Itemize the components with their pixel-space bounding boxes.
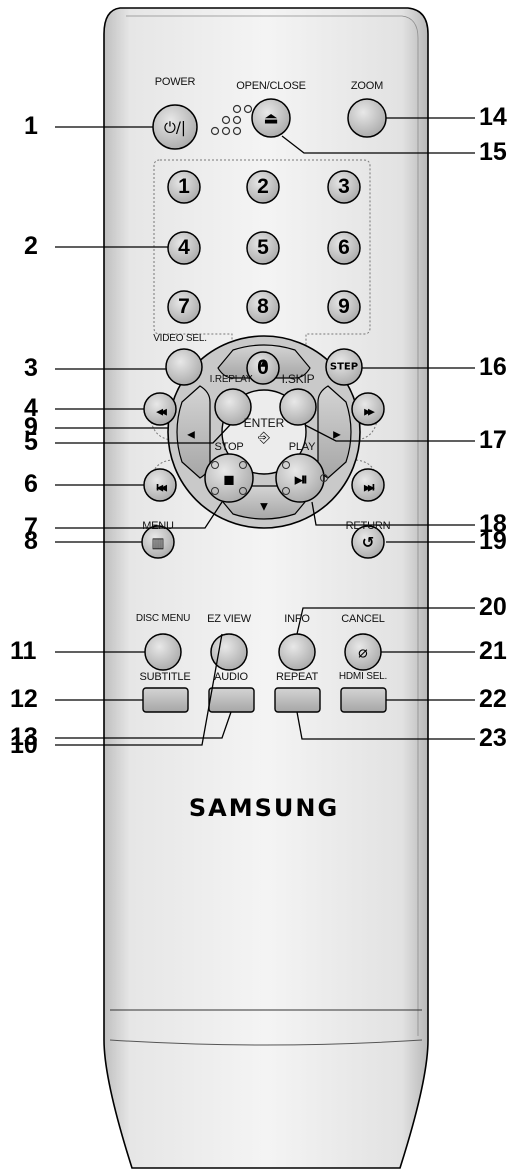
menu-icon: ▥ (151, 536, 164, 552)
audio-label: AUDIO (214, 671, 248, 683)
disc-menu-label: DISC MENU (136, 613, 190, 624)
subtitle-label: SUBTITLE (140, 671, 191, 683)
brand-logo: SAMSUNG (189, 794, 339, 822)
stop-label: STOP (215, 441, 244, 453)
arrow-right-icon: ▶ (333, 430, 341, 441)
cancel-button[interactable]: ⌀ (358, 643, 368, 662)
callout-14: 14 (479, 105, 507, 130)
stop-icon: ■ (223, 473, 234, 487)
callout-21: 21 (479, 639, 507, 664)
callout-2: 2 (24, 234, 38, 259)
open-close-label: OPEN/CLOSE (236, 80, 306, 92)
prev-icon: I◀◀ (156, 484, 164, 494)
menu-button[interactable]: ▥ (151, 533, 164, 552)
enter-button[interactable]: ENTER⎆ (244, 416, 285, 446)
arrow-up-icon: ▲ (260, 358, 268, 369)
power-icon: ⏻/| (164, 119, 186, 137)
disc-menu-button[interactable] (145, 634, 181, 670)
callout-9: 9 (24, 415, 38, 440)
video-sel-button[interactable] (166, 349, 202, 385)
power-button[interactable]: ⏻/| (164, 118, 186, 137)
digit-7-button[interactable]: 7 (178, 295, 190, 319)
info-button[interactable] (279, 634, 315, 670)
subtitle-button[interactable] (143, 688, 188, 712)
digit-2-button[interactable]: 2 (257, 175, 269, 199)
hdmi-sel-label: HDMI SEL. (339, 671, 387, 682)
callout-16: 16 (479, 355, 507, 380)
video-sel-label: VIDEO SEL. (153, 333, 207, 344)
callout-11: 11 (10, 639, 36, 664)
digit-3-button[interactable]: 3 (338, 175, 350, 199)
power-label: POWER (155, 76, 196, 88)
callout-1: 1 (24, 114, 38, 139)
prev-skip-button[interactable]: I◀◀ (156, 476, 164, 495)
menu-label: MENU (142, 520, 174, 532)
arrow-down-icon: ▼ (260, 502, 268, 513)
callout-3: 3 (24, 356, 38, 381)
digit-4-button[interactable]: 4 (178, 236, 190, 260)
next-skip-button[interactable]: ▶▶I (364, 476, 372, 495)
ez-view-label: EZ VIEW (207, 613, 251, 625)
callout-20: 20 (479, 595, 507, 620)
ez-view-button[interactable] (211, 634, 247, 670)
ireplay-label: I.REPLAY (210, 374, 253, 385)
cancel-label: CANCEL (341, 613, 384, 625)
nav-right-button[interactable]: ▶ (333, 423, 341, 442)
callout-6: 6 (24, 472, 38, 497)
digit-1-button[interactable]: 1 (178, 175, 190, 199)
digit-9-button[interactable]: 9 (338, 295, 350, 319)
open-close-button[interactable]: ⏏ (263, 109, 278, 128)
callout-13: 13 (10, 725, 38, 750)
digit-5-button[interactable]: 5 (257, 236, 269, 260)
iskip-label: I.SKIP (282, 372, 315, 386)
callout-17: 17 (479, 428, 507, 453)
nav-left-button[interactable]: ◀ (187, 423, 195, 442)
cancel-icon: ⌀ (358, 643, 368, 662)
rewind-icon: ◀◀ (156, 408, 164, 418)
repeat-label: REPEAT (276, 671, 318, 683)
zoom-label: ZOOM (351, 80, 383, 92)
callout-23: 23 (479, 726, 507, 751)
play-label: PLAY (289, 441, 316, 453)
play-pause-icon: ▶II (295, 474, 306, 487)
next-icon: ▶▶I (364, 484, 372, 494)
eject-icon: ⏏ (263, 109, 278, 128)
nav-down-button[interactable]: ▼ (260, 495, 268, 514)
rewind-button[interactable]: ◀◀ (156, 400, 164, 419)
return-button[interactable]: ↺ (362, 533, 375, 552)
hdmi-sel-button[interactable] (341, 688, 386, 712)
stop-button[interactable]: ■ (223, 469, 234, 488)
forward-icon: ▶▶ (364, 408, 372, 418)
iskip-button[interactable] (280, 389, 316, 425)
enter-icon: ⎆ (244, 429, 285, 446)
digit-8-button[interactable]: 8 (257, 295, 269, 319)
audio-button[interactable] (209, 688, 254, 712)
repeat-button[interactable] (275, 688, 320, 712)
digit-6-button[interactable]: 6 (338, 236, 350, 260)
play-pause-button[interactable]: ▶II (295, 469, 306, 488)
enter-label: ENTER (244, 416, 285, 430)
nav-up-button[interactable]: ▲ (260, 351, 268, 370)
callout-19: 19 (479, 529, 507, 554)
callout-12: 12 (10, 687, 38, 712)
callout-15: 15 (479, 140, 507, 165)
callout-8: 8 (24, 529, 38, 554)
info-label: INFO (284, 613, 309, 625)
return-label: RETURN (346, 520, 391, 532)
return-icon: ↺ (362, 534, 375, 552)
arrow-left-icon: ◀ (187, 430, 195, 441)
forward-button[interactable]: ▶▶ (364, 400, 372, 419)
zoom-button[interactable] (349, 100, 385, 136)
step-button[interactable]: STEP (330, 362, 358, 373)
callout-22: 22 (479, 687, 507, 712)
